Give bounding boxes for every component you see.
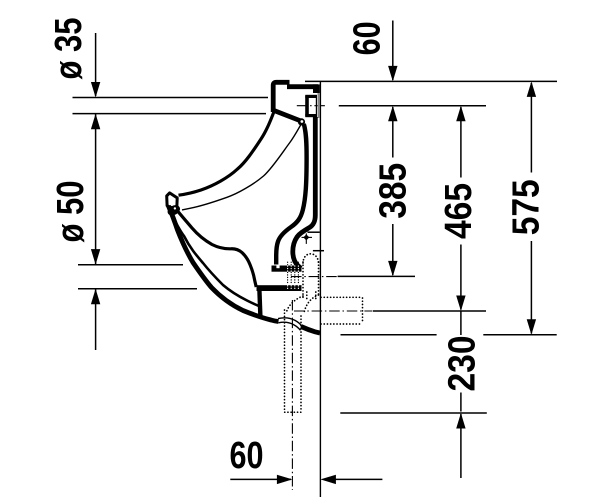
svg-text:385: 385 [372,163,414,219]
svg-text:60: 60 [346,21,388,55]
svg-text:ø 35: ø 35 [48,18,90,80]
svg-text:60: 60 [230,435,264,477]
svg-text:575: 575 [505,179,547,235]
svg-text:465: 465 [438,183,480,239]
svg-text:ø 50: ø 50 [50,181,92,243]
svg-text:230: 230 [442,336,484,392]
